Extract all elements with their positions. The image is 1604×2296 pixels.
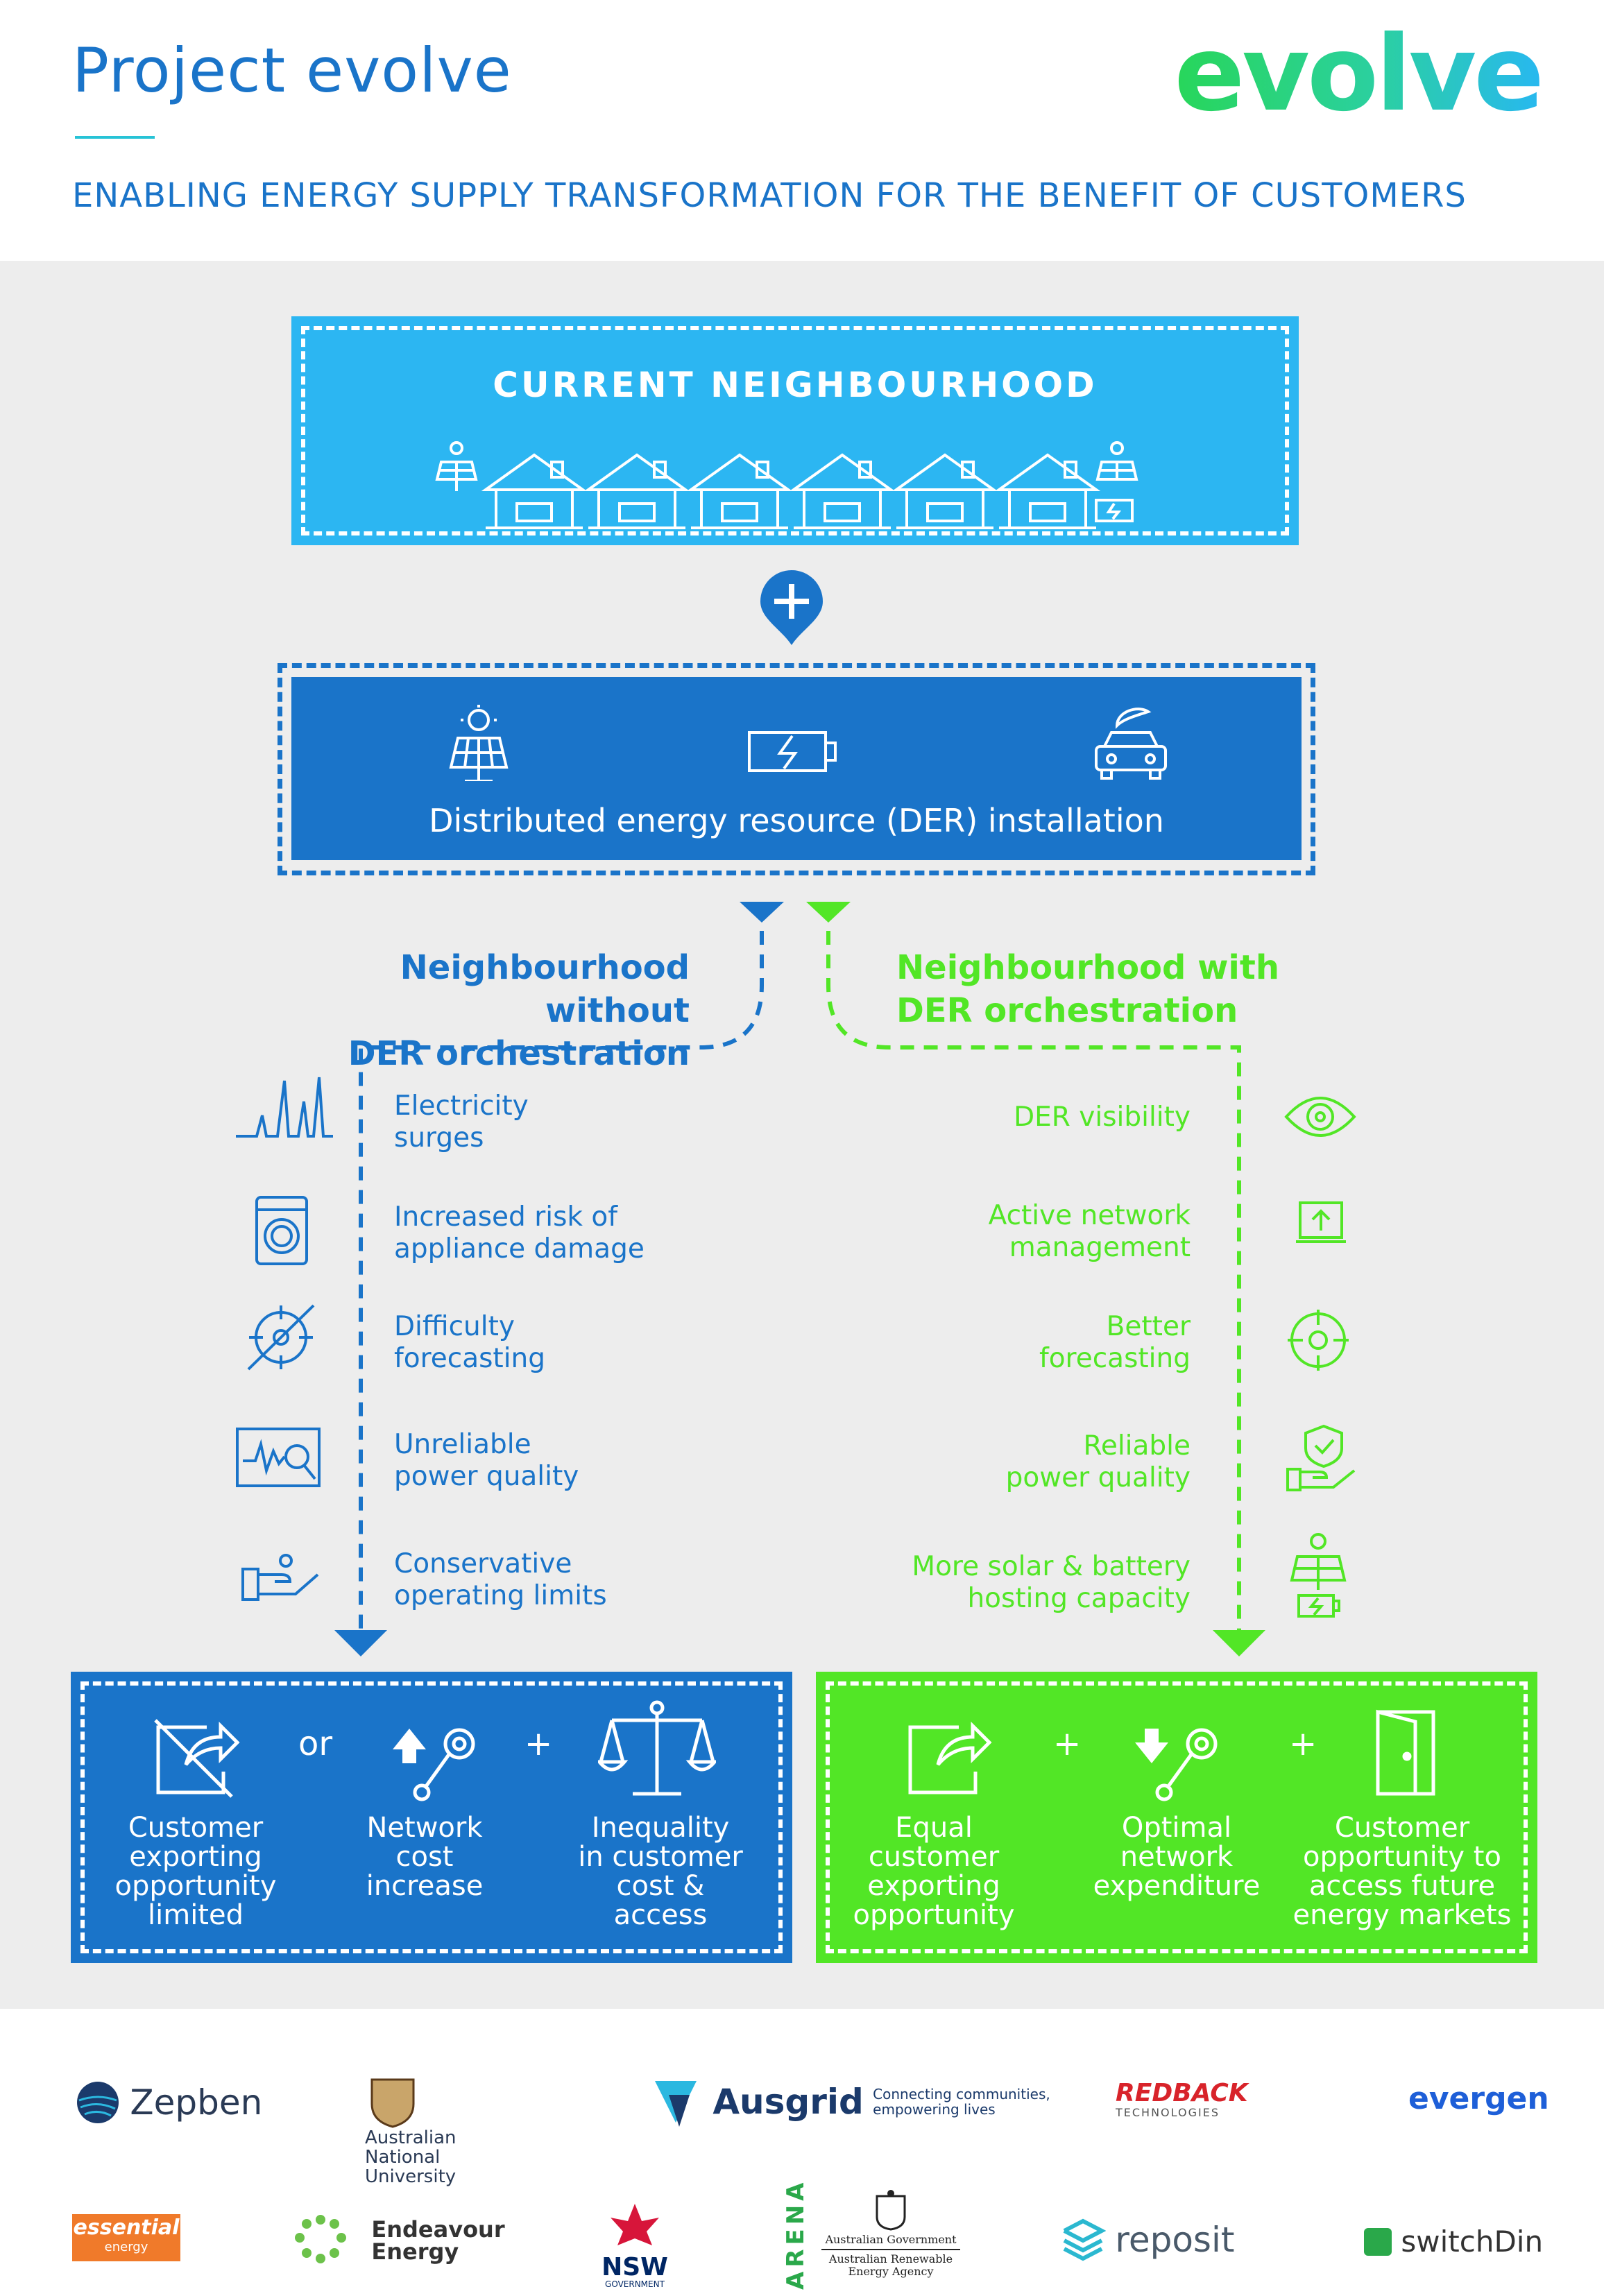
switchdin-logo: switchDin: [1364, 2222, 1543, 2259]
page-subtitle: ENABLING ENERGY SUPPLY TRANSFORMATION FO…: [72, 176, 1467, 215]
waratah-icon: [611, 2204, 659, 2245]
ausgrid-logo: Ausgrid Connecting communities,empowerin…: [648, 2074, 1050, 2130]
der-installation-border: [278, 663, 1315, 875]
reposit-stack-icon: [1063, 2218, 1107, 2261]
ausgrid-mark-icon: [655, 2081, 697, 2127]
solar-panel-icon: [449, 705, 509, 781]
hand-shield-icon: [1286, 1424, 1356, 1491]
anu-crest-icon: [370, 2078, 415, 2128]
export-icon: [908, 1721, 992, 1794]
laptop-upload-icon: [1296, 1201, 1346, 1243]
hand-coin-icon: [241, 1554, 319, 1601]
der-installation-box: Distributed energy resource (DER) instal…: [291, 677, 1302, 860]
battery-icon: [748, 731, 837, 772]
monitor-search-icon: [236, 1428, 321, 1487]
page-title: Project evolve: [72, 35, 512, 106]
redback-logo: REDBACK TECHNOLOGIES: [1116, 2079, 1248, 2120]
endeavour-dots-icon: [295, 2215, 346, 2263]
evergen-logo: evergen: [1408, 2081, 1549, 2116]
spike-graph-icon: [236, 1077, 333, 1138]
coat-of-arms-icon: [876, 2190, 906, 2231]
plus-label: +: [524, 1724, 553, 1763]
evolve-logo: evolve: [1174, 14, 1544, 135]
plus-label: +: [1053, 1724, 1082, 1763]
export-blocked-icon: [154, 1719, 240, 1798]
left-heading: Neighbourhood without DER orchestration: [348, 948, 690, 1073]
current-neighbourhood-box: CURRENT NEIGHBOURHOOD: [291, 316, 1299, 545]
flow-paths: [334, 902, 1265, 1656]
zepben-logo: Zepben: [75, 2080, 262, 2125]
target-crossed-icon: [247, 1304, 315, 1371]
switchdin-mark-icon: [1364, 2227, 1392, 2256]
reposit-logo: reposit: [1060, 2217, 1234, 2263]
right-heading: Neighbourhood with DER orchestration: [896, 948, 1279, 1030]
up-arrow-wrench-icon: [393, 1728, 475, 1801]
current-neighbourhood-title: CURRENT NEIGHBOURHOOD: [493, 365, 1098, 405]
houses-row-icon: [435, 441, 1138, 529]
washing-machine-icon: [255, 1196, 308, 1265]
door-icon: [1376, 1709, 1435, 1796]
plus-pin-icon: [760, 570, 823, 645]
anu-logo: Australian National University: [365, 2073, 457, 2186]
plus-label: +: [1289, 1724, 1317, 1763]
eye-icon: [1284, 1097, 1356, 1137]
arena-logo: ARENA: [782, 2178, 810, 2290]
title-underline: [75, 136, 155, 139]
scales-icon: [598, 1700, 716, 1796]
solar-battery-icon: [1290, 1533, 1347, 1618]
australian-government-logo: Australian Government Australian Renewab…: [821, 2189, 960, 2278]
nsw-government-logo: NSW GOVERNMENT: [597, 2200, 673, 2289]
zepben-globe-icon: [77, 2082, 119, 2123]
target-icon: [1288, 1310, 1349, 1371]
down-arrow-wrench-icon: [1135, 1728, 1218, 1801]
electric-car-icon: [1095, 708, 1167, 780]
der-installation-label: Distributed energy resource (DER) instal…: [429, 802, 1164, 839]
der-icons: [449, 705, 1167, 781]
right-item-visibility: DER visibility: [1014, 1102, 1191, 1133]
or-label: or: [298, 1724, 333, 1763]
essential-energy-logo: essential energy: [72, 2214, 180, 2261]
